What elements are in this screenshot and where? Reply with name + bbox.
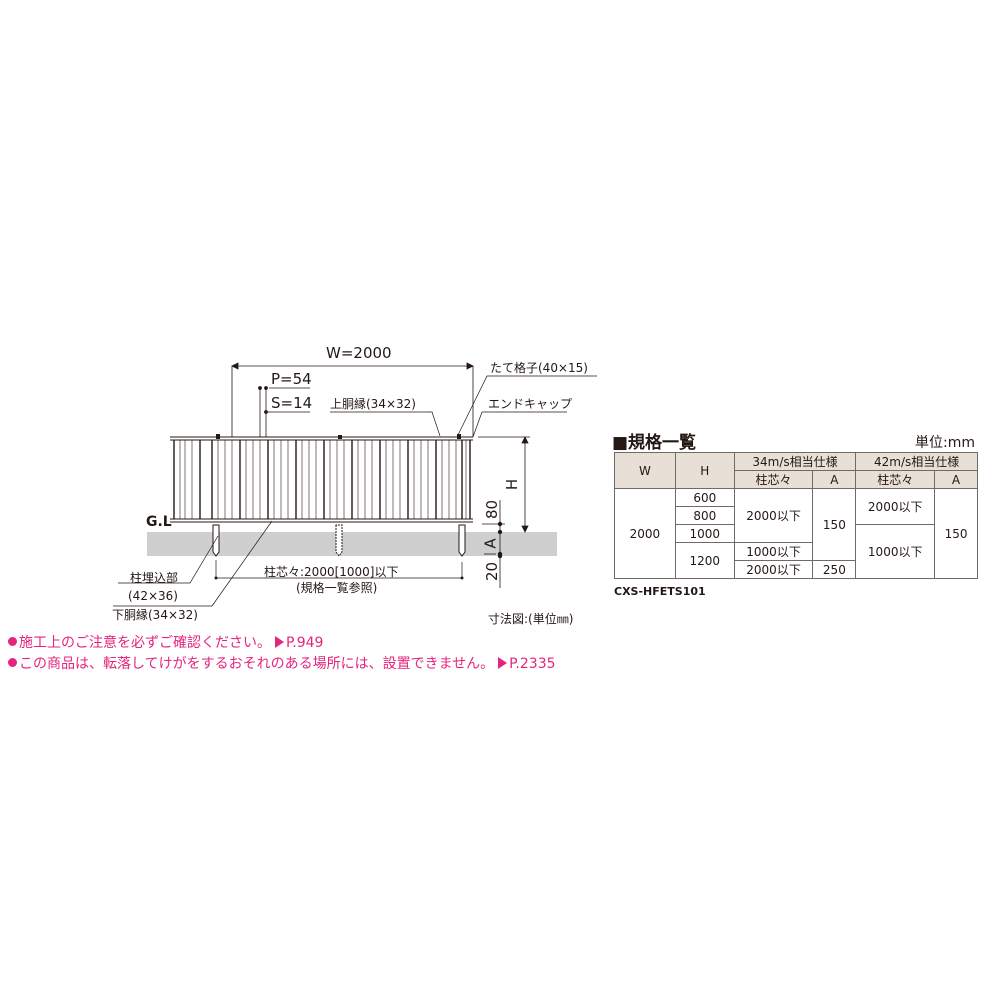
bullet-icon (8, 637, 17, 646)
width-dimension (231, 362, 474, 437)
pitch-label: P=54 (271, 370, 312, 388)
height-label: H (503, 478, 522, 491)
cell-42-a: 150 (934, 488, 978, 579)
cell-34-spacing-1200a: 1000以下 (733, 542, 814, 561)
header-w: W (614, 452, 676, 489)
upper-rail-leader (330, 411, 441, 437)
header-34ms-post-spacing: 柱芯々 (733, 470, 814, 489)
spec-table: W H 34m/s相当仕様 42m/s相当仕様 柱芯々 A 柱芯々 A 2000… (614, 452, 978, 579)
cell-34-spacing-low: 2000以下 (733, 488, 814, 543)
notice-fall-risk: この商品は、転落してけがをするおそれのある場所には、設置できません。 P.2335 (8, 653, 556, 673)
spec-table-title: ■規格一覧 (612, 433, 697, 453)
cell-42-spacing-high: 1000以下 (855, 524, 936, 579)
posts (212, 524, 466, 557)
ground-level-label: G.L (146, 514, 172, 530)
post-embed-label: 柱埋込部 (130, 571, 179, 585)
header-34ms: 34m/s相当仕様 (733, 452, 857, 471)
dim-20-label: 20 (483, 561, 502, 582)
post-spacing-note: (規格一覧参照) (296, 581, 378, 595)
post-embed-size: (42×36) (128, 589, 178, 603)
notice-page-link[interactable]: P.949 (286, 635, 324, 651)
slat-leader (456, 375, 597, 438)
header-34ms-a: A (812, 470, 857, 489)
bullet-icon (8, 658, 17, 667)
post-spacing-label: 柱芯々:2000[1000]以下 (264, 565, 399, 579)
space-label: S=14 (271, 394, 313, 412)
upper-rail (170, 436, 473, 441)
cell-h-1000: 1000 (674, 524, 735, 543)
vertical-slat-label: たて格子(40×15) (490, 361, 588, 375)
dim-80-label: 80 (483, 499, 502, 520)
end-cap-label: エンドキャップ (488, 397, 573, 411)
pitch-space-leaders (258, 386, 310, 437)
upper-rail-label: 上胴縁(34×32) (330, 397, 416, 411)
notice-text: 施工上のご注意を必ずご確認ください。 (19, 635, 271, 651)
cell-w: 2000 (614, 488, 676, 579)
width-label: W=2000 (326, 344, 392, 362)
header-42ms: 42m/s相当仕様 (855, 452, 978, 471)
cell-h-600: 600 (674, 488, 735, 507)
cell-34-a-1200b: 250 (812, 560, 857, 579)
cell-42-spacing-low: 2000以下 (855, 488, 936, 525)
notice-page-link[interactable]: P.2335 (509, 656, 556, 672)
end-cap-leader (472, 411, 567, 438)
lower-rail-label: 下胴縁(34×32) (112, 608, 198, 622)
dim-a-label: A (481, 538, 500, 549)
notice-text: この商品は、転落してけがをするおそれのある場所には、設置できません。 (19, 656, 495, 672)
triangle-right-icon (498, 657, 508, 669)
cell-h-1200: 1200 (674, 542, 735, 579)
height-dimension (478, 436, 530, 533)
header-h: H (674, 452, 735, 489)
lower-rail (170, 518, 473, 523)
cell-34-spacing-1200b: 2000以下 (733, 560, 814, 579)
spec-table-unit: 単位:mm (915, 435, 975, 451)
unit-note: 寸法図:(単位㎜) (488, 612, 574, 626)
lower-rail-leader (113, 520, 273, 607)
header-42ms-post-spacing: 柱芯々 (855, 470, 936, 489)
notice-installation: 施工上のご注意を必ずご確認ください。 P.949 (8, 632, 323, 652)
triangle-right-icon (275, 636, 284, 648)
cell-h-800: 800 (674, 506, 735, 525)
header-42ms-a: A (934, 470, 978, 489)
post-embed-leader (118, 535, 219, 584)
model-code: CXS-HFETS101 (614, 585, 706, 598)
vertical-slats (173, 440, 471, 519)
cell-34-a-main: 150 (812, 488, 857, 561)
